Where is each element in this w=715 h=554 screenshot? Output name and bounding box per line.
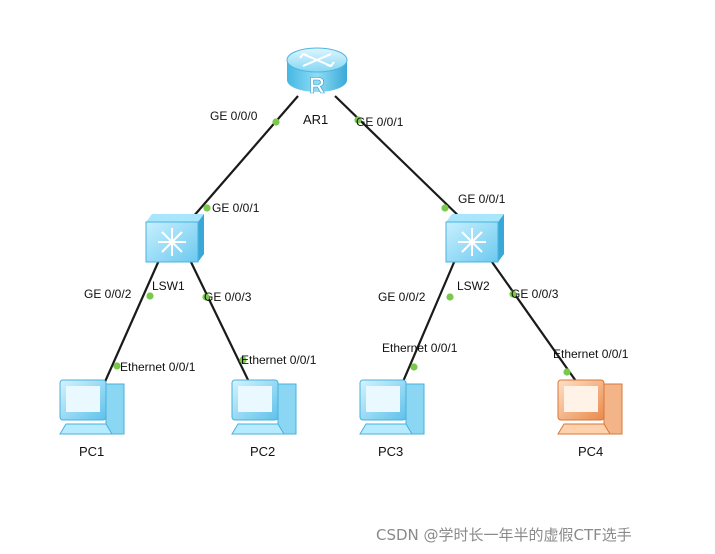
switch-arrows-icon	[458, 228, 486, 256]
port-label-lsw2-ge002: GE 0/0/2	[378, 290, 426, 304]
pc-screen	[238, 386, 272, 412]
pc4[interactable]	[557, 379, 623, 435]
pc-keyboard	[557, 423, 611, 435]
port-dots	[113, 116, 571, 376]
port-dot-ar1-ge000	[272, 118, 280, 126]
link-lsw1-pc1	[102, 257, 162, 385]
pc-screen	[564, 386, 598, 412]
pc-tower	[603, 383, 623, 435]
link-lsw2-pc4	[491, 261, 579, 385]
port-dot-lsw1-ge003	[202, 293, 210, 301]
pc-keyboard	[231, 423, 285, 435]
port-label-pc1-eth: Ethernet 0/0/1	[120, 360, 196, 374]
pc-keyboard	[359, 423, 413, 435]
port-dot-lsw1-ge002	[146, 292, 154, 300]
port-dot-pc1-eth	[113, 362, 121, 370]
switch-top	[146, 214, 204, 222]
pc1-label: PC1	[79, 444, 104, 459]
port-label-pc4-eth: Ethernet 0/0/1	[553, 347, 629, 361]
pc3[interactable]	[359, 379, 425, 435]
port-label-ar1-ge000: GE 0/0/0	[210, 109, 258, 123]
switch-lsw2[interactable]	[445, 214, 504, 263]
switch-side	[198, 214, 204, 262]
port-label-ar1-ge001: GE 0/0/1	[356, 115, 404, 129]
port-label-lsw1-ge003: GE 0/0/3	[204, 290, 252, 304]
port-dot-lsw2-ge002	[446, 293, 454, 301]
pc2[interactable]	[231, 379, 297, 435]
router-glyph: R	[309, 73, 325, 98]
router-ar1[interactable]: R	[286, 47, 348, 98]
pc-tower	[105, 383, 125, 435]
port-dot-lsw2-ge003	[509, 290, 517, 298]
link-ar1-lsw1	[185, 95, 299, 226]
pc3-label: PC3	[378, 444, 403, 459]
switch-lsw1[interactable]	[145, 214, 204, 263]
pc-tower	[277, 383, 297, 435]
link-lsw1-pc2	[189, 259, 251, 385]
pc-keyboard	[59, 423, 113, 435]
switch-lsw2-label: LSW2	[457, 279, 490, 293]
port-dot-pc2-eth	[239, 356, 247, 364]
router-ar1-label: AR1	[303, 112, 328, 127]
pc-screen	[66, 386, 100, 412]
pc4-label: PC4	[578, 444, 603, 459]
port-dot-lsw2-ge001	[441, 204, 449, 212]
port-dot-lsw1-ge001	[203, 204, 211, 212]
link-lsw2-pc3	[400, 259, 457, 385]
port-dot-ar1-ge001	[354, 116, 362, 124]
port-label-lsw2-ge001: GE 0/0/1	[458, 192, 506, 206]
pc1[interactable]	[59, 379, 125, 435]
port-label-lsw1-ge001: GE 0/0/1	[212, 201, 260, 215]
watermark: CSDN @学时长一年半的虚假CTF选手	[376, 526, 632, 544]
switch-top	[446, 214, 504, 222]
switch-arrows-icon	[158, 228, 186, 256]
port-label-pc2-eth: Ethernet 0/0/1	[241, 353, 317, 367]
switch-lsw1-label: LSW1	[152, 279, 185, 293]
port-labels: GE 0/0/0 GE 0/0/1 GE 0/0/1 GE 0/0/1 GE 0…	[84, 109, 629, 374]
port-label-pc3-eth: Ethernet 0/0/1	[382, 341, 458, 355]
port-label-lsw1-ge002: GE 0/0/2	[84, 287, 132, 301]
pc-screen	[366, 386, 400, 412]
port-dot-pc3-eth	[410, 363, 418, 371]
pc-tower	[405, 383, 425, 435]
router-arrows-icon	[299, 52, 335, 68]
switch-side	[498, 214, 504, 262]
port-label-lsw2-ge003: GE 0/0/3	[511, 287, 559, 301]
pc2-label: PC2	[250, 444, 275, 459]
port-dot-pc4-eth	[563, 368, 571, 376]
